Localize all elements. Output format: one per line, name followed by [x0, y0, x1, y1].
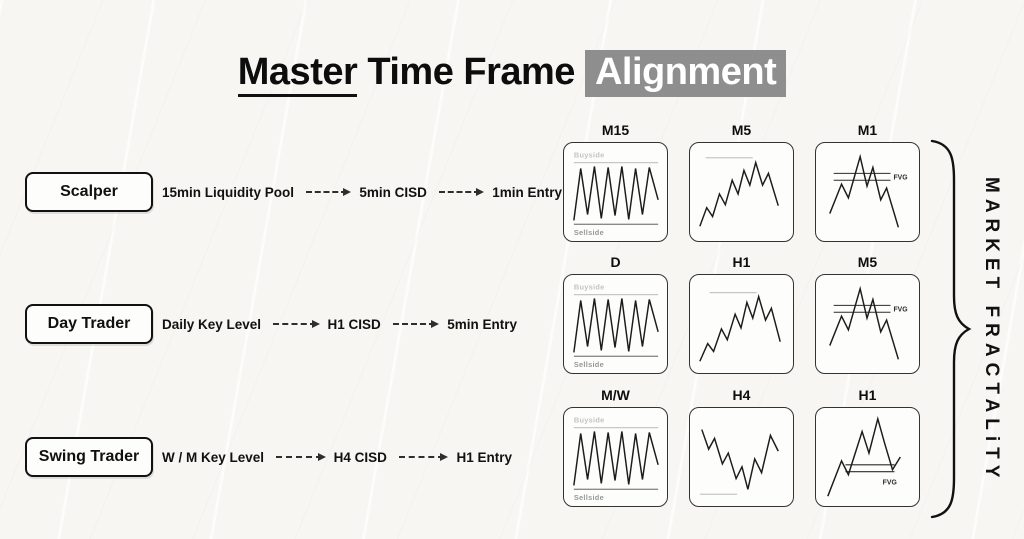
trader-box-scalper: Scalper: [25, 172, 153, 212]
trader-box-day-trader: Day Trader: [25, 304, 153, 344]
svg-text:Buyside: Buyside: [574, 283, 605, 292]
chart-timeframe-label: M15: [601, 122, 630, 138]
chart-cell: M1 FVG: [815, 120, 920, 242]
chart-timeframe-label: H4: [732, 387, 751, 403]
dashed-arrow-icon: [276, 453, 326, 461]
chart-cell: D Buyside Sellside: [563, 252, 668, 374]
cisd-mountain-chart-icon: [699, 157, 779, 227]
trader-box-swing-trader: Swing Trader: [25, 437, 153, 477]
chart-timeframe-label: D: [610, 254, 621, 270]
chart-box: [689, 407, 794, 507]
trader-label: Swing Trader: [38, 448, 140, 465]
chart-timeframe-label: M5: [857, 254, 878, 270]
curly-brace-icon: [930, 139, 972, 519]
flow-step: H1 Entry: [456, 449, 513, 465]
chart-timeframe-label: M1: [857, 122, 878, 138]
chart-timeframe-label: M/W: [601, 387, 630, 403]
chart-grid-row: D Buyside Sellside H1: [563, 252, 920, 374]
liquidity-pool-chart-icon: Buyside Sellside: [573, 416, 659, 502]
day-trader-flow: Day Trader Daily Key Level H1 CISD 5min …: [25, 274, 517, 374]
dashed-arrow-icon: [398, 453, 449, 461]
chart-cell: H4: [689, 385, 794, 507]
cisd-mountain-chart-icon: [699, 292, 781, 362]
dashed-arrow-icon: [306, 188, 352, 196]
flow-step: W / M Key Level: [162, 449, 265, 465]
swing-trader-row: Swing Trader W / M Key Level H4 CISD H1 …: [0, 385, 1024, 509]
day-trader-row: Day Trader Daily Key Level H1 CISD 5min …: [0, 252, 1024, 376]
fvg-entry-chart-icon: FVG: [829, 285, 908, 360]
scalper-flow: Scalper 15min Liquidity Pool 5min CISD 1…: [25, 142, 562, 242]
chart-timeframe-label: H1: [858, 387, 877, 403]
flow-step: H4 CISD: [333, 449, 387, 465]
title-underlined-word: Master: [237, 51, 358, 98]
title-rest: Time Frame: [357, 51, 575, 94]
svg-text:FVG: FVG: [883, 479, 897, 486]
svg-text:Sellside: Sellside: [574, 360, 604, 369]
svg-text:FVG: FVG: [893, 174, 907, 181]
flow-step: 15min Liquidity Pool: [162, 184, 295, 200]
chart-box: FVG: [815, 407, 920, 507]
chart-timeframe-label: H1: [732, 254, 751, 270]
dashed-arrow-icon: [438, 188, 485, 196]
scalper-row: Scalper 15min Liquidity Pool 5min CISD 1…: [0, 120, 1024, 244]
svg-text:Sellside: Sellside: [574, 228, 604, 237]
chart-box: [689, 274, 794, 374]
liquidity-pool-chart-icon: Buyside Sellside: [573, 283, 659, 369]
flow-step: H1 CISD: [327, 316, 381, 332]
chart-box: FVG: [815, 274, 920, 374]
svg-text:FVG: FVG: [893, 306, 907, 313]
dashed-arrow-icon: [392, 320, 440, 328]
market-fractality-label: MARKET FRACTALiTY: [981, 176, 1002, 484]
chart-cell: M15 Buyside Sellside: [563, 120, 668, 242]
chart-grid-row: M/W Buyside Sellside H4: [563, 385, 920, 507]
flow-step: 1min Entry: [492, 184, 562, 200]
chart-cell: M5: [689, 120, 794, 242]
chart-cell: M/W Buyside Sellside: [563, 385, 668, 507]
cisd-valley-chart-icon: [699, 429, 779, 495]
chart-box: [689, 142, 794, 242]
liquidity-pool-chart-icon: Buyside Sellside: [573, 151, 659, 237]
title-highlight: Alignment: [584, 50, 787, 98]
fvg-entry-chart-icon: FVG: [829, 153, 908, 228]
chart-cell: M5 FVG: [815, 252, 920, 374]
chart-box: Buyside Sellside: [563, 142, 668, 242]
fvg-entry-chart-icon: FVG: [827, 415, 901, 497]
flow-step: 5min CISD: [359, 184, 427, 200]
trader-label: Day Trader: [47, 315, 131, 332]
dashed-arrow-icon: [273, 320, 321, 328]
chart-box: FVG: [815, 142, 920, 242]
chart-timeframe-label: M5: [731, 122, 752, 138]
svg-text:Buyside: Buyside: [574, 151, 605, 160]
flow-step: Daily Key Level: [162, 316, 262, 332]
chart-cell: H1 FVG: [815, 385, 920, 507]
svg-text:Sellside: Sellside: [574, 493, 604, 502]
chart-cell: H1: [689, 252, 794, 374]
svg-text:Buyside: Buyside: [574, 416, 605, 425]
trader-label: Scalper: [60, 183, 118, 200]
chart-box: Buyside Sellside: [563, 407, 668, 507]
chart-grid-row: M15 Buyside Sellside M5: [563, 120, 920, 242]
swing-trader-flow: Swing Trader W / M Key Level H4 CISD H1 …: [25, 407, 512, 507]
chart-box: Buyside Sellside: [563, 274, 668, 374]
flow-step: 5min Entry: [447, 316, 518, 332]
